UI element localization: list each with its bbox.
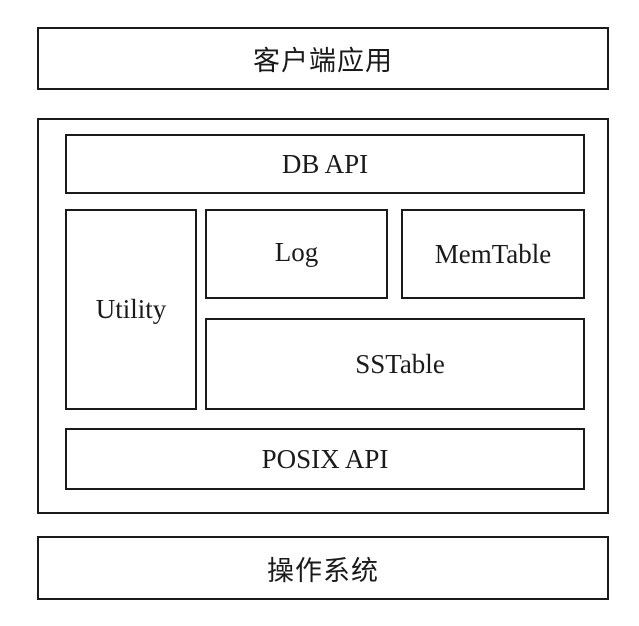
memtable-label: MemTable [434, 238, 552, 269]
posix-api-layer: POSIX API [65, 428, 585, 490]
operating-system-layer: 操作系统 [37, 536, 609, 600]
log-label: Log [274, 237, 319, 267]
db-api-label: DB API [281, 148, 369, 179]
posix-api-label: POSIX API [261, 443, 389, 474]
sstable-module: SSTable [205, 318, 585, 410]
operating-system-label: 操作系统 [267, 555, 379, 587]
client-app-label: 客户端应用 [253, 46, 393, 77]
client-app-layer: 客户端应用 [37, 27, 609, 90]
utility-label: Utility [95, 294, 167, 324]
memtable-module: MemTable [401, 209, 585, 299]
log-module: Log [205, 209, 388, 299]
sstable-label: SSTable [355, 348, 445, 379]
db-api-layer: DB API [65, 134, 585, 194]
utility-module: Utility [65, 209, 197, 410]
